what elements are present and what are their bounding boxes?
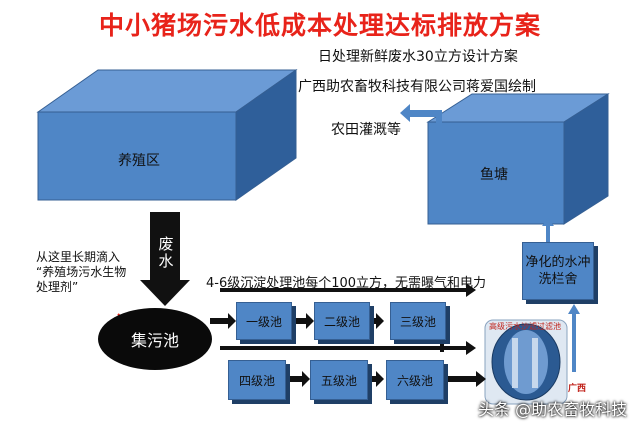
subtitle-author: 广西助农畜牧科技有限公司蒋爱国绘制 (298, 79, 536, 95)
wastewater-arrow (140, 212, 190, 306)
fishpond-label: 鱼塘 (480, 167, 508, 183)
pool-4-label: 四级池 (238, 373, 275, 388)
farmland-label: 农田灌溉等 (331, 122, 401, 138)
watermark: 头条 @助农畜牧科技 (478, 400, 628, 419)
filter-tank (484, 319, 568, 405)
breeding-area-box (36, 69, 298, 201)
purified-water-label: 净化的水冲洗栏舍 (525, 255, 591, 287)
pool-2-label: 二级池 (323, 314, 360, 329)
pool-3: 三级池 (390, 302, 446, 340)
pool-6-label: 六级池 (396, 373, 433, 388)
collection-pit-label: 集污池 (130, 331, 179, 350)
breeding-area-label: 养殖区 (118, 153, 160, 169)
flow-bar-bottom (220, 346, 466, 350)
fishpond-box (426, 93, 610, 225)
drip-note: 从这里长期滴入 “养殖场污水生物处理剂” (36, 250, 127, 294)
pool-1-label: 一级池 (245, 314, 282, 329)
purified-water-box: 净化的水冲洗栏舍 (522, 242, 594, 300)
subtitle-design: 日处理新鲜废水30立方设计方案 (318, 49, 518, 65)
wastewater-label: 废水 (158, 235, 174, 270)
pool-6: 六级池 (386, 360, 444, 400)
filter-tank-title: 高级污水沙滤过滤池 (489, 322, 561, 331)
farmland-arrow (400, 104, 442, 124)
pool-4: 四级池 (228, 360, 286, 400)
sedimentation-note: 4-6级沉淀处理池每个100立方，无需曝气和电力 (206, 276, 487, 291)
pool-2: 二级池 (314, 302, 370, 340)
page-title: 中小猪场污水低成本处理达标排放方案 (98, 11, 541, 40)
pool-1: 一级池 (236, 302, 292, 340)
pool-arrows-bottom (288, 371, 384, 387)
pool-5: 五级池 (310, 360, 368, 400)
collection-pit: 集污池 (98, 308, 212, 370)
pool-5-label: 五级池 (320, 373, 357, 388)
filter-tank-small-text: 广西 (568, 384, 587, 394)
pool-3-label: 三级池 (399, 314, 436, 329)
flow-bar-top (220, 288, 466, 292)
